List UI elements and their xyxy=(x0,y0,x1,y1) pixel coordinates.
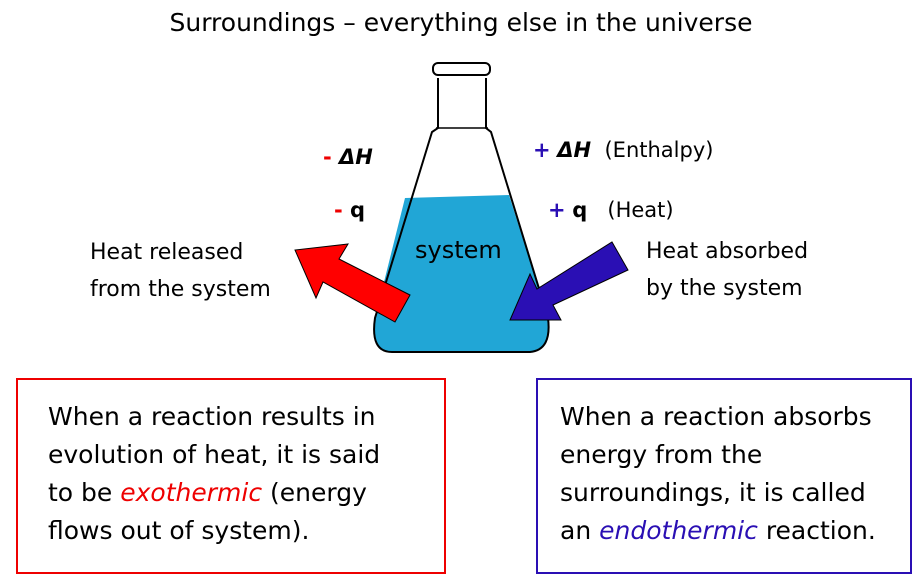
box-line: energy from the xyxy=(560,440,763,469)
positive-heat: + q (Heat) xyxy=(548,198,674,222)
delta-h: ΔH xyxy=(339,145,373,169)
box-line: to be exothermic (energy xyxy=(48,474,444,512)
flask-lip xyxy=(432,62,491,76)
text: an xyxy=(560,516,600,545)
heat-absorbed-arrow xyxy=(509,241,629,321)
text: to be xyxy=(48,478,121,507)
heat-note: (Heat) xyxy=(607,198,674,222)
enthalpy-note: (Enthalpy) xyxy=(604,138,714,162)
flask-liquid xyxy=(374,195,549,352)
flask-body xyxy=(373,78,550,353)
label-line: from the system xyxy=(90,277,271,302)
heat-absorbed-label: Heat absorbed by the system xyxy=(646,233,808,307)
q-symbol: q xyxy=(350,198,366,222)
heat-released-label: Heat released from the system xyxy=(90,234,271,308)
heat-released-arrow xyxy=(294,243,411,323)
minus-sign: - xyxy=(334,198,343,222)
exothermic-term: exothermic xyxy=(120,478,263,507)
box-line: flows out of system). xyxy=(48,516,310,545)
positive-enthalpy: + ΔH (Enthalpy) xyxy=(533,138,713,162)
delta-h: ΔH xyxy=(557,138,592,162)
text: (energy xyxy=(262,478,367,507)
flask xyxy=(373,62,550,353)
plus-sign: + xyxy=(533,138,551,162)
surroundings-title: Surroundings – everything else in the un… xyxy=(169,8,753,37)
system-label: system xyxy=(415,236,502,264)
endothermic-term: endothermic xyxy=(599,516,758,545)
box-line: When a reaction absorbs xyxy=(560,402,872,431)
plus-sign: + xyxy=(548,198,566,222)
endothermic-box: When a reaction absorbs energy from the … xyxy=(536,378,912,574)
box-line: an endothermic reaction. xyxy=(560,512,910,550)
box-line: evolution of heat, it is said xyxy=(48,440,381,469)
negative-heat: - q xyxy=(334,198,365,222)
box-line: surroundings, it is called xyxy=(560,478,866,507)
text: reaction. xyxy=(757,516,876,545)
box-line: When a reaction results in xyxy=(48,402,376,431)
minus-sign: - xyxy=(323,145,332,169)
exothermic-box: When a reaction results in evolution of … xyxy=(16,378,446,574)
q-symbol: q xyxy=(572,198,588,222)
negative-enthalpy: - ΔH xyxy=(323,145,373,169)
label-line: Heat absorbed xyxy=(646,239,809,264)
label-line: by the system xyxy=(646,276,803,301)
label-line: Heat released xyxy=(90,240,244,265)
